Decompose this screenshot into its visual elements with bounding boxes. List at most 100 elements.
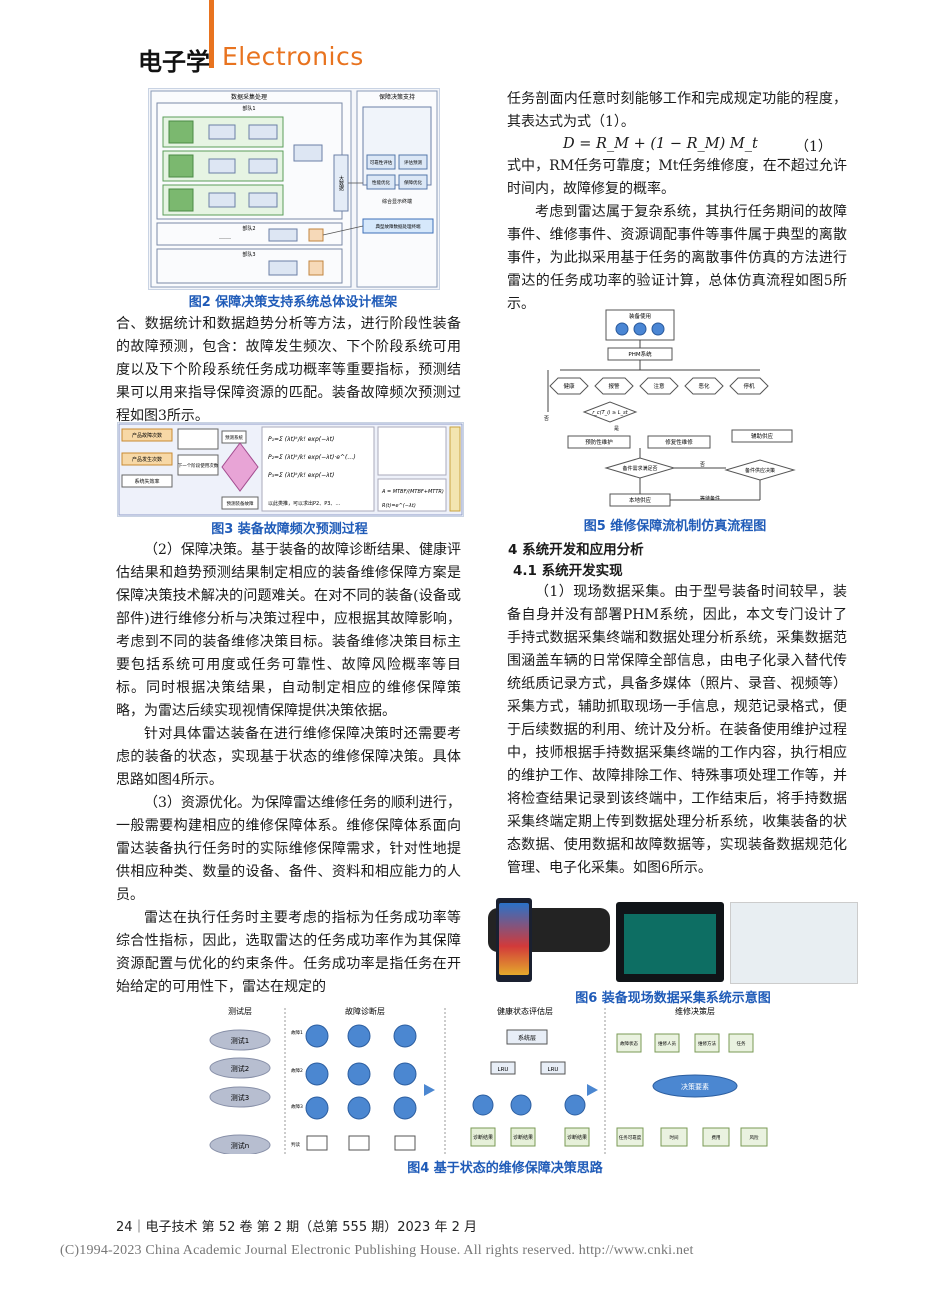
fig4-bottom-item: 时间 (670, 1134, 679, 1141)
fig5-yes: 是 (614, 426, 619, 432)
fig2-center-label: 大数据 (338, 175, 344, 192)
svg-text:R(t)=e^(−λt): R(t)=e^(−λt) (382, 503, 416, 509)
page-footer: 24｜电子技术 第 52 卷 第 2 期（总第 555 期）2023 年 2 月 (116, 1220, 477, 1235)
fig2-bottom: 典型故障数据处理终端 (376, 223, 421, 230)
fig4-lru: LRU (498, 1067, 509, 1073)
svg-text:注意: 注意 (653, 382, 665, 390)
figure-3-diagram: 产品故障次数 产品发生次数 系统失效率 下一个阶段使用次数 预测系统 预测装备故… (118, 423, 463, 516)
figure-3-caption: 图3 装备故障频次预测过程 (211, 522, 368, 537)
fig5-spare-full: 备件需求满足否 (622, 465, 657, 472)
fig4-diag-3: 诊断结果 (567, 1134, 587, 1141)
journal-brand-en: Electronics (222, 42, 364, 71)
fig2-right-item: 性能优化 (372, 179, 390, 186)
fig4-lr: 故障2 (291, 1067, 303, 1074)
fig4-test: 测试1 (231, 1036, 249, 1045)
figure-4-diagram: 测试层 故障诊断层 健康状态评估层 维修决策层 测试1 测试2 测试3 测试n … (209, 1006, 768, 1156)
figure-4-caption: 图4 基于状态的维修保障决策思路 (407, 1161, 603, 1176)
left-para-decision: （2）保障决策。基于装备的故障诊断结果、健康评估结果和趋势预测结果制定相应的装备… (116, 542, 461, 719)
fig4-top-item: 维修方法 (698, 1040, 716, 1047)
fig2-dept1: 部队1 (242, 105, 255, 112)
fig5-local: 本地供应 (629, 496, 652, 504)
fig2-right-item: 可靠性评估 (370, 159, 393, 166)
fig2-title-left: 数据采集处理 (231, 93, 267, 101)
svg-text:恶化: 恶化 (698, 382, 710, 390)
figure-6 (488, 898, 858, 984)
fig4-top-item: 维修人员 (658, 1040, 676, 1047)
left-para-intro: 合、数据统计和数据趋势分析等方法，进行阶段性装备的故障预测，包含：故障发生频次、… (116, 316, 461, 424)
section-4-1-heading: 4.1 系统开发实现 (513, 563, 623, 579)
fig4-test: 测试3 (231, 1093, 249, 1102)
fig2-dept3: 部队3 (242, 251, 255, 258)
formula-expression: D = R_M + (1 − R_M) M_t (563, 136, 758, 152)
fig4-lr: 故障3 (291, 1103, 303, 1110)
fig4-top-item: 任务 (737, 1040, 746, 1047)
header-accent-bar (209, 0, 214, 68)
svg-text:P₂=Σ (λt)ᵏ/k! exp(−λt)·e^(…): P₂=Σ (λt)ᵏ/k! exp(−λt)·e^(…) (268, 454, 356, 461)
fig4-layer: 健康状态评估层 (497, 1006, 553, 1016)
fig3-box: 预测装备故障 (227, 500, 254, 507)
copyright-watermark: (C)1994-2023 China Academic Journal Elec… (60, 1243, 694, 1258)
fig2-right-item: 评估预测 (404, 159, 422, 166)
left-column-body: （2）保障决策。基于装备的故障诊断结果、健康评估结果和趋势预测结果制定相应的装备… (116, 539, 461, 999)
figure-6-caption: 图6 装备现场数据采集系统示意图 (575, 991, 771, 1006)
fig4-test: 测试2 (231, 1064, 249, 1073)
svg-text:停机: 停机 (743, 382, 755, 390)
fig4-layer: 测试层 (228, 1006, 252, 1016)
fig3-note: 以此类推，可以求出P2、P3、… (268, 500, 340, 507)
fig5-states: 健康 报警 注意 恶化 停机 (549, 377, 769, 395)
left-para-resource: （3）资源优化。为保障雷达维修任务的顺利进行，一般需要构建相应的维修保障体系。维… (116, 795, 461, 903)
fig5-no: 否 (544, 416, 549, 422)
fig2-title-right: 保障决策支持 (379, 93, 415, 101)
figure-3: 产品故障次数 产品发生次数 系统失效率 下一个阶段使用次数 预测系统 预测装备故… (117, 422, 464, 517)
left-para-success: 雷达在执行任务时主要考虑的指标为任务成功率等综合性指标，因此，选取雷达的任务成功… (116, 910, 461, 995)
fig3-box: 产品故障次数 (132, 432, 162, 439)
fig4-decision: 决策要素 (681, 1082, 709, 1091)
fig5-no-2: 否 (700, 462, 705, 468)
fig4-top-item: 故障状态 (620, 1040, 638, 1047)
fig2-right-item: 保障优化 (404, 179, 422, 186)
figure-2-diagram: 数据采集处理 保障决策支持 部队1 大数据 部队2 …… 部队3 可靠性评估 (150, 90, 438, 288)
figure-5-diagram: 装备使用 PHM系统 健康 报警 注意 恶化 停机 r_c(T_i) ≥ L_s… (544, 309, 796, 507)
right-para-data-collection: （1）现场数据采集。由于型号装备时间较早，装备自身并没有部署PHM系统，因此，本… (507, 584, 847, 876)
fig4-bottom-item: 费用 (712, 1134, 721, 1141)
svg-text:P₃=Σ (λt)ᵏ/k! exp(−λt): P₃=Σ (λt)ᵏ/k! exp(−λt) (268, 472, 334, 479)
fig2-ellipsis: …… (219, 234, 231, 241)
fig4-diag-2: 诊断结果 (513, 1134, 533, 1141)
fig5-cond: r_c(T_i) ≥ L_st (592, 410, 628, 416)
figure-2: 数据采集处理 保障决策支持 部队1 大数据 部队2 …… 部队3 可靠性评估 (148, 88, 440, 290)
fig5-spare-dec: 备件供应决策 (745, 467, 775, 474)
fig3-box: 产品发生次数 (132, 456, 162, 463)
fig4-system: 系统层 (518, 1034, 536, 1042)
figure-4: 测试层 故障诊断层 健康状态评估层 维修决策层 测试1 测试2 测试3 测试n … (195, 1004, 815, 1156)
figure-5-caption: 图5 维修保障流机制仿真流程图 (583, 519, 767, 534)
fig4-lr: 判读 (291, 1141, 300, 1148)
svg-text:报警: 报警 (608, 382, 620, 390)
fig3-box: 预测系统 (225, 434, 243, 441)
fig4-test: 测试n (231, 1141, 249, 1150)
handheld-terminal (496, 898, 532, 982)
fig5-repair: 修复性维修 (665, 438, 693, 446)
tablet-screen (616, 902, 724, 982)
svg-text:P₁=Σ (λt)ᵏ/k! exp(−λt): P₁=Σ (λt)ᵏ/k! exp(−λt) (268, 436, 334, 443)
fig3-box: 下一个阶段使用次数 (178, 462, 219, 469)
right-para-definition: 式中，RM任务可靠度；Mt任务维修度，在不超过允许时间内，故障修复的概率。 (507, 158, 847, 197)
left-para-state: 针对具体雷达装备在进行维修保障决策时还需要考虑的装备的状态，实现基于状态的维修保… (116, 726, 461, 788)
fig5-aux: 辅助供应 (751, 432, 774, 440)
fig4-layer: 维修决策层 (675, 1006, 715, 1016)
formula-number: （1） (795, 139, 832, 155)
fig4-bottom-item: 风险 (750, 1134, 759, 1141)
figure-5: 装备使用 PHM系统 健康 报警 注意 恶化 停机 r_c(T_i) ≥ L_s… (540, 308, 810, 512)
fig4-lru-2: LRU (548, 1067, 559, 1073)
fig2-dept2: 部队2 (242, 225, 255, 232)
right-para-intro: 任务剖面内任意时刻能够工作和完成规定功能的程度，其表达式为式（1）。 (507, 91, 847, 130)
figure-2-caption: 图2 保障决策支持系统总体设计框架 (188, 295, 398, 310)
fig5-prevent: 预防性维护 (585, 438, 613, 446)
tablet-form (730, 902, 858, 984)
svg-text:A = MTBF/(MTBF+MTTR): A = MTBF/(MTBF+MTTR) (381, 489, 444, 495)
fig5-top: 装备使用 (629, 312, 651, 320)
fig4-lr: 故障1 (291, 1029, 303, 1036)
right-para-simulation: 考虑到雷达属于复杂系统，其执行任务期间的故障事件、维修事件、资源调配事件等事件属… (507, 204, 847, 312)
fig4-layer: 故障诊断层 (345, 1006, 385, 1016)
fig4-diag: 诊断结果 (473, 1134, 493, 1141)
fig3-box: 系统失效率 (134, 478, 159, 485)
